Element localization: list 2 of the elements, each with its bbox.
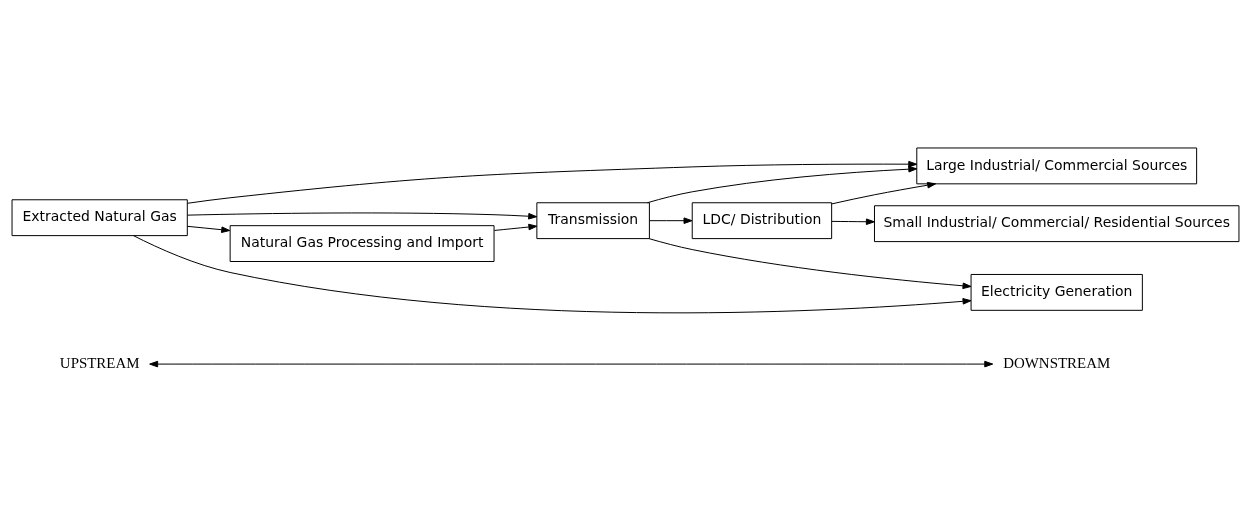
node-text: UPSTREAM [59, 354, 140, 371]
node-text: DOWNSTREAM [1003, 354, 1111, 371]
